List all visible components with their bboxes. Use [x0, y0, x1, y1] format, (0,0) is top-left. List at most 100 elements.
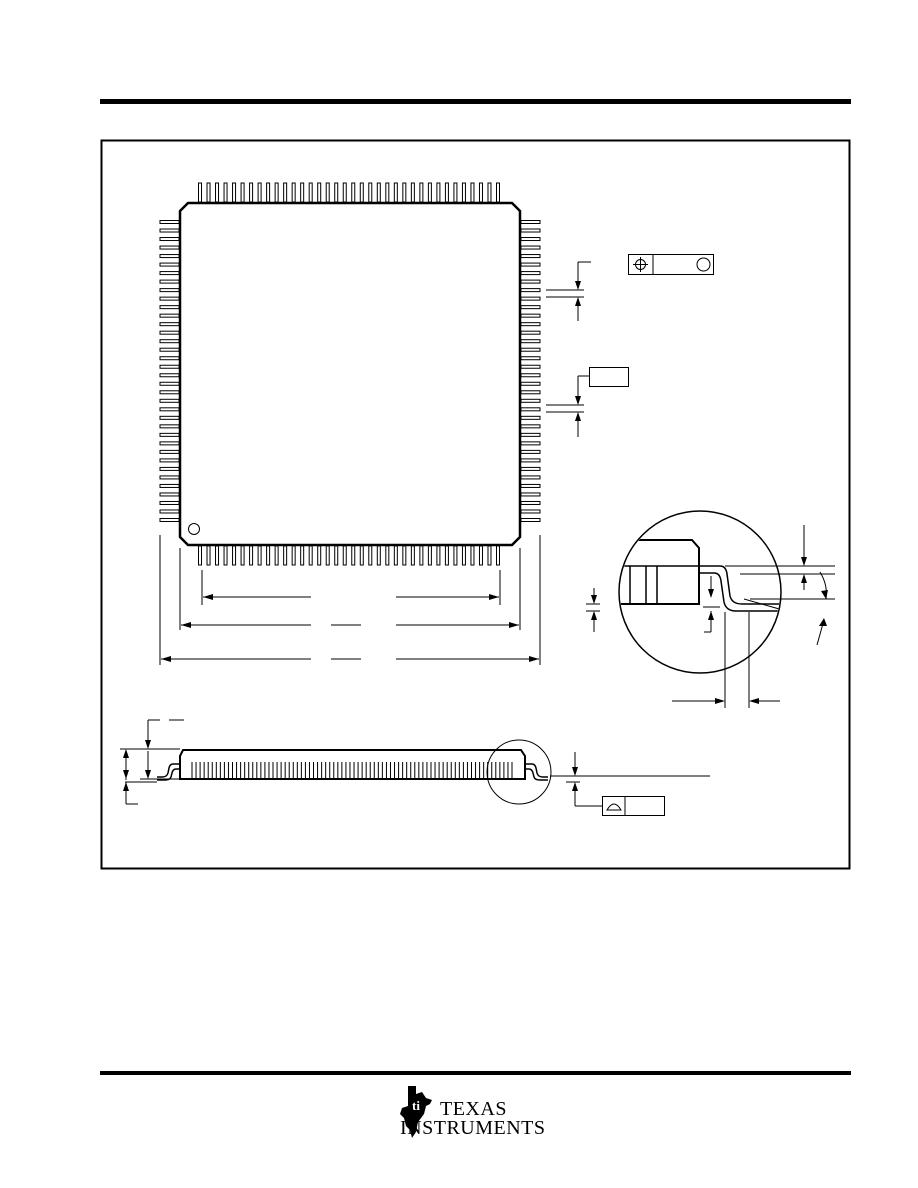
lead-pin — [342, 545, 347, 566]
lead-pin — [240, 545, 245, 566]
lead-pin — [342, 182, 347, 203]
logo-wordmark-line2: INSTRUMENTS — [400, 1117, 546, 1139]
lead-pin — [436, 545, 441, 566]
pins-left-column — [159, 220, 180, 522]
circle-m-modifier-symbol — [696, 257, 711, 272]
lead-pin — [453, 545, 458, 566]
lead-pin — [159, 390, 180, 395]
profile-surface-symbol — [606, 803, 622, 811]
lead-pin — [232, 545, 237, 566]
lead-pin — [427, 182, 432, 203]
lead-pin — [520, 220, 541, 224]
lead-pin — [300, 182, 305, 203]
package-body-side-view — [179, 749, 526, 780]
lead-pin — [520, 279, 541, 284]
lead-pin — [376, 182, 381, 203]
pin1-indicator-circle — [188, 523, 200, 535]
lead-pin — [520, 483, 541, 488]
lead-pin — [159, 381, 180, 386]
detail-lead-view — [620, 539, 780, 613]
lead-pin — [159, 296, 180, 301]
texas-state-emblem-icon: ti — [400, 1086, 432, 1138]
position-tolerance-frame — [628, 254, 714, 275]
lead-pin — [159, 313, 180, 318]
lead-pin — [159, 305, 180, 310]
lead-pin — [520, 398, 541, 403]
svg-text:ti: ti — [412, 1098, 420, 1113]
lead-pin — [520, 364, 541, 369]
lead-pin — [520, 254, 541, 259]
lead-pin — [159, 254, 180, 259]
lead-pin — [520, 415, 541, 420]
lead-pin — [402, 182, 407, 203]
lead-pin — [232, 182, 237, 203]
lead-pin — [520, 500, 541, 505]
lead-pin — [487, 545, 492, 566]
lead-pin — [291, 182, 296, 203]
lead-pin — [436, 182, 441, 203]
lead-pin — [461, 545, 466, 566]
lead-pin — [159, 449, 180, 454]
lead-pin — [520, 466, 541, 471]
lead-pin — [520, 441, 541, 446]
lead-pin — [317, 182, 322, 203]
lead-pin — [368, 545, 373, 566]
lead-pin — [520, 492, 541, 497]
lead-pin — [351, 182, 356, 203]
lead-pin — [206, 182, 211, 203]
pins-top-row — [198, 182, 500, 203]
lead-pin — [487, 182, 492, 203]
lead-pin — [520, 373, 541, 378]
drawing-frame — [100, 139, 851, 870]
lead-pin — [159, 271, 180, 276]
lead-pin — [159, 518, 180, 522]
lead-pin — [351, 545, 356, 566]
lead-pin — [257, 182, 262, 203]
lead-pin — [520, 390, 541, 395]
lead-pin — [159, 322, 180, 327]
lead-pin — [520, 381, 541, 386]
lead-pin — [520, 322, 541, 327]
lead-pin — [159, 228, 180, 233]
lead-width-box — [589, 367, 629, 387]
lead-pin — [496, 182, 500, 203]
lead-pin — [520, 347, 541, 352]
lead-pin — [419, 545, 424, 566]
lead-pin — [159, 279, 180, 284]
lead-pin — [427, 545, 432, 566]
lead-pin — [300, 545, 305, 566]
lead-pin — [159, 458, 180, 463]
lead-pin — [159, 356, 180, 361]
lead-pin — [308, 182, 313, 203]
flatness-frame — [602, 796, 665, 816]
lead-pin — [520, 458, 541, 463]
lead-pin — [520, 432, 541, 437]
lead-pin — [198, 182, 202, 203]
lead-pin — [359, 182, 364, 203]
lead-pin — [334, 545, 339, 566]
footer-rule — [100, 1071, 851, 1075]
lead-pin — [385, 545, 390, 566]
lead-pin — [419, 182, 424, 203]
lead-pin — [520, 407, 541, 412]
lead-pin — [159, 245, 180, 250]
lead-pin — [520, 356, 541, 361]
lead-pin — [496, 545, 500, 566]
lead-pin — [520, 339, 541, 344]
lead-pin — [159, 407, 180, 412]
lead-pin — [240, 182, 245, 203]
lead-pin — [159, 466, 180, 471]
lead-pin — [159, 475, 180, 480]
lead-pin — [159, 373, 180, 378]
lead-pin — [520, 509, 541, 514]
lead-pin — [334, 182, 339, 203]
lead-pin — [159, 415, 180, 420]
header-rule — [100, 99, 851, 104]
lead-pin — [444, 545, 449, 566]
lead-pin — [402, 545, 407, 566]
lead-pin — [520, 449, 541, 454]
detail-view-circle — [618, 510, 782, 674]
lead-pin — [159, 262, 180, 267]
lead-pin — [520, 288, 541, 293]
lead-pin — [159, 288, 180, 293]
